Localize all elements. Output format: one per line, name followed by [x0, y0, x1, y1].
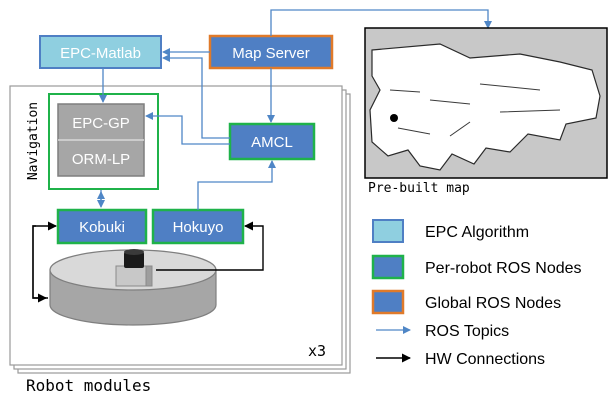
kobuki-node — [56, 208, 148, 245]
epc-matlab-node — [39, 35, 162, 69]
legend-per-robot-label: Per-robot ROS Nodes — [425, 260, 582, 277]
orm-lp-node: ORM-LP — [72, 151, 130, 168]
map-robot-marker — [390, 114, 398, 122]
sensor-to-hokuyo-hw — [156, 221, 264, 271]
epc-matlab-label: EPC-Matlab — [60, 45, 141, 62]
hokuyo-to-amcl-arrow — [197, 160, 276, 210]
legend-epc-swatch — [372, 219, 404, 243]
legend-topic-label: ROS Topics — [425, 323, 509, 340]
kobuki-label: Kobuki — [79, 219, 125, 236]
legend-per-robot-swatch — [371, 254, 405, 280]
amcl-to-matlab-arrow — [162, 54, 230, 139]
multiplier-label: x3 — [308, 342, 326, 360]
amcl-label: AMCL — [251, 134, 293, 151]
hokuyo-sensor-top — [124, 249, 144, 255]
map-server-label: Map Server — [232, 45, 310, 62]
amcl-to-ormlp-arrow — [145, 112, 230, 145]
laser-mount — [115, 265, 147, 287]
hokuyo-sensor-icon — [124, 252, 144, 268]
hokuyo-label: Hokuyo — [173, 219, 224, 236]
map-to-mapserver-arrow — [270, 9, 492, 36]
prebuilt-map-label: Pre-built map — [368, 181, 470, 196]
legend-global-label: Global ROS Nodes — [425, 295, 561, 312]
map-walls — [389, 83, 561, 137]
map-free-space — [369, 43, 601, 171]
epc-gp-node: EPC-GP — [72, 115, 130, 132]
legend-epc-label: EPC Algorithm — [425, 224, 529, 241]
prebuilt-map-image — [364, 27, 608, 179]
robot-modules-label: Robot modules — [26, 376, 151, 395]
amcl-node — [228, 122, 316, 161]
robot-illustration — [49, 249, 217, 326]
hokuyo-node — [151, 208, 245, 245]
legend-hw-label: HW Connections — [425, 351, 545, 368]
legend-global-swatch — [371, 289, 405, 315]
kobuki-to-base-hw — [32, 225, 47, 303]
laser-mount-side — [145, 265, 153, 287]
legend: EPC Algorithm Per-robot ROS Nodes Global… — [371, 219, 582, 368]
navigation-label: Navigation — [26, 102, 41, 180]
